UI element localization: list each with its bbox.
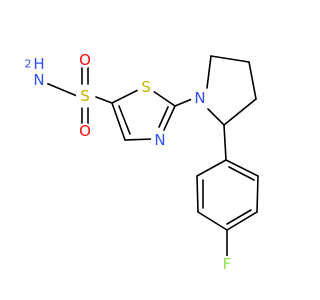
sulfonamide-h-count: 2 xyxy=(25,58,32,71)
bond-c4-c5-b xyxy=(118,105,131,135)
bond-n-s xyxy=(45,82,78,97)
bond-c2-n3-a xyxy=(163,105,176,131)
thiazole-s-label: S xyxy=(141,78,151,96)
pyrrolidine-n-label: N xyxy=(194,89,205,107)
thiazole-n-label: N xyxy=(154,131,165,149)
bond-ph-1-inner xyxy=(228,166,255,181)
bonds xyxy=(45,55,259,258)
atom-thiazole-n: N xyxy=(151,131,169,149)
bond-ph-4 xyxy=(197,211,228,231)
bond-c4-c5-a xyxy=(111,102,126,141)
chemical-structure: N H 2 S O O S N N F xyxy=(25,51,259,273)
bond-ch2b-ch2c xyxy=(248,61,257,100)
atom-sulfonamide-n: N H 2 xyxy=(25,55,48,89)
sulfonamide-s-label: S xyxy=(80,87,90,105)
sulfonamide-n-label: N xyxy=(33,71,44,89)
atom-pyrrolidine-n: N xyxy=(191,89,209,107)
bond-ch2c-ch xyxy=(223,98,257,126)
atom-fluorine: F xyxy=(219,255,235,273)
fluorine-label: F xyxy=(223,255,232,273)
bond-ph-3 xyxy=(226,211,258,231)
bond-ph-1 xyxy=(225,159,259,177)
atom-labels: N H 2 S O O S N N F xyxy=(25,51,235,273)
atom-oxo-top: O xyxy=(77,51,93,69)
bond-ch2a-ch2b xyxy=(210,55,250,63)
bond-n3-c4 xyxy=(124,138,154,141)
bond-npyr-ch2a xyxy=(206,55,212,89)
atom-oxo-bottom: O xyxy=(77,122,93,140)
oxo-bottom-label: O xyxy=(79,122,91,140)
atom-thiazole-s: S xyxy=(137,78,155,96)
bond-c2-n3-b xyxy=(158,106,169,128)
oxo-top-label: O xyxy=(79,51,91,69)
bond-ph-3-inner xyxy=(226,209,252,225)
bond-c5-s1 xyxy=(111,89,139,104)
bond-ph-5 xyxy=(196,175,199,213)
bond-ch-npyr xyxy=(207,108,225,126)
sulfonamide-h-label: H xyxy=(33,55,44,73)
bond-s-c5 xyxy=(95,96,113,104)
bond-ph-2 xyxy=(256,175,259,213)
atom-sulfonamide-s: S xyxy=(76,87,94,105)
bond-s1-c2 xyxy=(152,90,176,107)
bond-ch-ipso xyxy=(223,124,227,161)
bond-ph-6 xyxy=(196,159,227,177)
bond-c2-npyr xyxy=(174,98,193,107)
